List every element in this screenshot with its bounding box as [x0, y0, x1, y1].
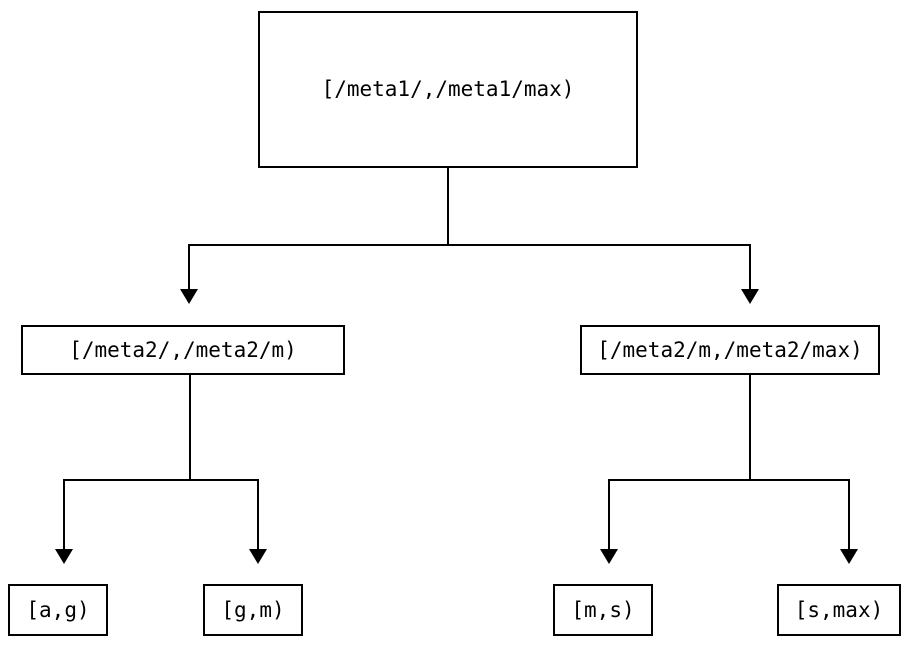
edge-level2-left-stem: [189, 375, 191, 481]
node-level2-left[interactable]: [/meta2/,/meta2/m): [21, 325, 345, 375]
node-leaf-3-label: [m,s): [571, 597, 635, 622]
edge-root-to-left-drop: [188, 244, 190, 290]
node-root-label: [/meta1/,/meta1/max): [321, 77, 575, 101]
node-leaf-2-label: [g,m): [221, 597, 285, 622]
edge-level2-left-bar: [63, 479, 259, 481]
node-leaf-3[interactable]: [m,s): [553, 584, 653, 636]
edge-leaf3-drop: [608, 479, 610, 550]
arrowhead-root-to-right: [741, 289, 759, 304]
node-leaf-1-label: [a,g): [26, 597, 90, 622]
node-leaf-4[interactable]: [s,max): [777, 584, 901, 636]
arrowhead-to-leaf2: [249, 549, 267, 564]
edge-leaf4-drop: [848, 479, 850, 550]
edge-leaf1-drop: [63, 479, 65, 550]
arrowhead-to-leaf4: [840, 549, 858, 564]
arrowhead-to-leaf1: [55, 549, 73, 564]
arrowhead-root-to-left: [180, 289, 198, 304]
arrowhead-to-leaf3: [600, 549, 618, 564]
node-root[interactable]: [/meta1/,/meta1/max): [258, 11, 638, 168]
edge-root-bar: [188, 244, 751, 246]
node-leaf-2[interactable]: [g,m): [203, 584, 303, 636]
edge-leaf2-drop: [257, 479, 259, 550]
edge-root-stem: [447, 168, 449, 246]
edge-level2-right-stem: [749, 375, 751, 481]
node-level2-left-label: [/meta2/,/meta2/m): [69, 337, 297, 362]
node-level2-right[interactable]: [/meta2/m,/meta2/max): [580, 325, 880, 375]
edge-root-to-right-drop: [749, 244, 751, 290]
node-leaf-4-label: [s,max): [794, 597, 884, 622]
node-leaf-1[interactable]: [a,g): [8, 584, 108, 636]
node-level2-right-label: [/meta2/m,/meta2/max): [597, 337, 863, 362]
edge-level2-right-bar: [608, 479, 850, 481]
